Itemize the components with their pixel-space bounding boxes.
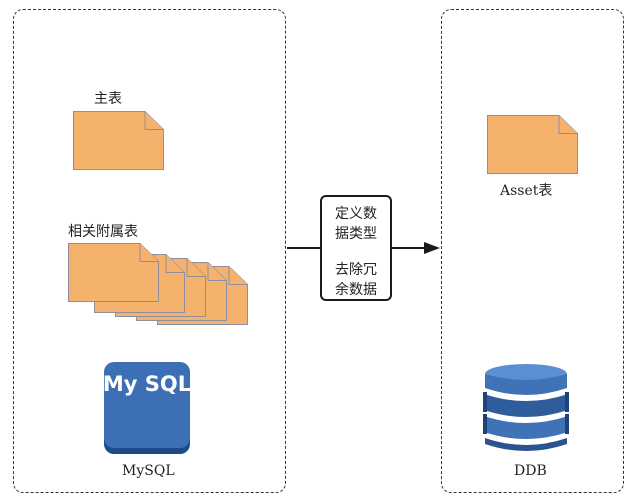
related-tables-label: 相关附属表 [68, 224, 138, 240]
process-text-line: 定义数 [335, 206, 377, 222]
transform-process-box: 定义数 据类型 去除冗 余数据 [320, 195, 392, 301]
ddb-caption: DDB [514, 463, 547, 479]
mysql-panel [13, 9, 286, 493]
asset-table-document-icon [487, 115, 578, 174]
ddb-database-icon [483, 364, 569, 451]
mysql-logo-text: My SQL [103, 372, 191, 396]
related-table-document-icon [68, 243, 159, 302]
process-text-line: 据类型 [335, 226, 377, 242]
process-text-line: 余数据 [335, 282, 377, 298]
process-text-line: 去除冗 [335, 262, 377, 278]
ddb-panel [441, 9, 624, 493]
asset-table-label: Asset表 [500, 183, 553, 199]
mysql-caption: MySQL [122, 463, 175, 479]
main-table-document-icon [73, 111, 164, 170]
mysql-logo-icon: My SQL [103, 362, 191, 454]
main-table-label: 主表 [94, 91, 122, 107]
